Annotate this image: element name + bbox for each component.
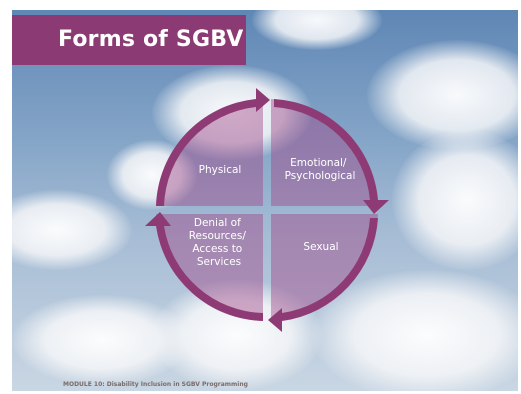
cloud (107, 140, 197, 210)
cloud (12, 190, 132, 270)
label-emotional: Emotional/ Psychological (285, 157, 356, 182)
slide: Forms of SGBV Physical (12, 10, 518, 391)
cloud (152, 280, 322, 390)
footer-module-label: MODULE 10: Disability Inclusion in SGBV … (63, 381, 248, 388)
label-denial: Denial of Resources/ Access to Services (189, 217, 250, 268)
label-physical: Physical (199, 164, 242, 176)
cloud (392, 130, 518, 270)
arrow-sexual (268, 218, 378, 332)
label-sexual: Sexual (303, 241, 338, 253)
title-bar: Forms of SGBV (12, 15, 246, 65)
arrow-emotional (274, 99, 389, 214)
arrow-denial (145, 212, 263, 321)
cloud (312, 270, 518, 391)
cycle-diagram: Physical Emotional/ Psychological Sexual… (145, 88, 389, 332)
slide-title: Forms of SGBV (58, 27, 244, 52)
arrow-physical (156, 88, 270, 206)
cloud (367, 40, 518, 150)
